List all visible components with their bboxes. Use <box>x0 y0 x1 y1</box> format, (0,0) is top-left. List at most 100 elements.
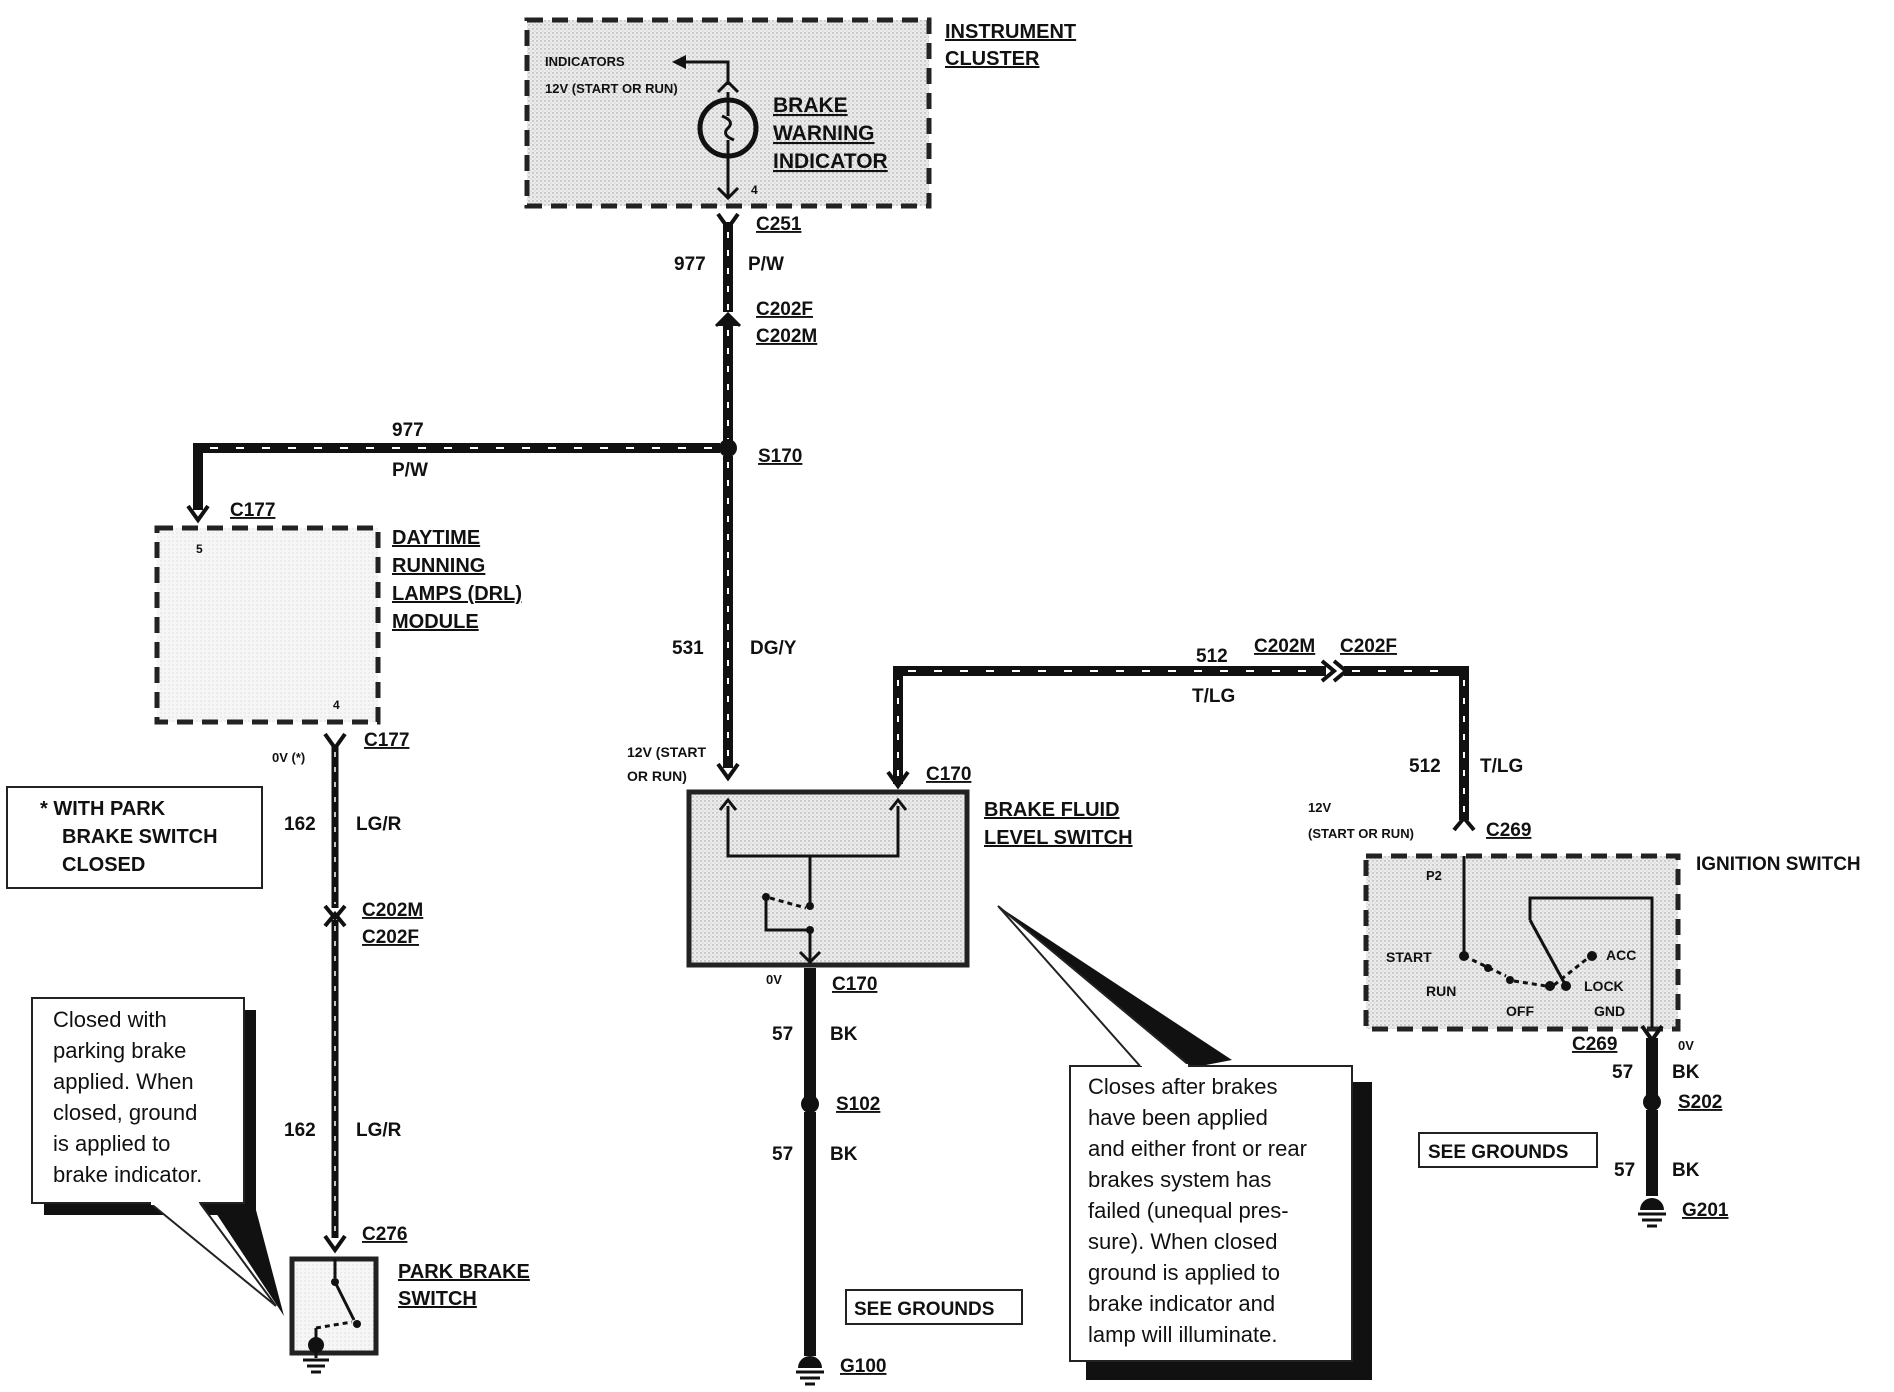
fluid-switch-callout: Closes after brakes have been applied an… <box>997 905 1372 1380</box>
wire-57-right <box>1638 1024 1666 1228</box>
wire-977-h-color: P/W <box>392 460 428 481</box>
fluid-callout-line-7: ground is applied to <box>1088 1260 1280 1285</box>
wire-531-color: DG/Y <box>750 638 797 659</box>
wire-57-center <box>796 968 824 1386</box>
ground-g201: G201 <box>1682 1200 1729 1221</box>
connector-c170-top: C170 <box>926 764 971 785</box>
wire-977-h-number: 977 <box>392 420 424 441</box>
drl-module: 5 4 <box>154 525 381 725</box>
connector-c170-bottom: C170 <box>832 974 877 995</box>
ignition-position-off: OFF <box>1506 1003 1534 1019</box>
connector-c202f-top: C202F <box>756 299 813 320</box>
ignition-position-run: RUN <box>1426 983 1456 999</box>
connector-c202m-top: C202M <box>756 326 817 347</box>
brake-fluid-level-switch <box>686 789 970 968</box>
park-note-line-1: * WITH PARK <box>40 798 166 820</box>
g201-ground-icon <box>1638 1198 1666 1228</box>
indicators-label: INDICATORS <box>545 54 625 69</box>
drl-label-1: DAYTIME <box>392 527 480 549</box>
fluid-callout-line-2: have been applied <box>1088 1105 1268 1130</box>
park-callout-line-2: parking brake <box>53 1038 186 1063</box>
wire-57-lower-number: 57 <box>772 1144 793 1165</box>
ignition-gnd-voltage: 0V <box>1678 1038 1694 1053</box>
connector-c202m-left: C202M <box>362 900 423 921</box>
ground-g100: G100 <box>840 1356 886 1377</box>
wire-162-lower-number: 162 <box>284 1120 316 1141</box>
drl-pin-5: 5 <box>196 542 203 556</box>
brake-warning-label-1: BRAKE <box>773 94 848 117</box>
ignition-position-gnd: GND <box>1594 1003 1625 1019</box>
drl-label-4: MODULE <box>392 611 479 633</box>
connector-c251: C251 <box>756 214 802 235</box>
park-callout-line-3: applied. When <box>53 1069 194 1094</box>
park-callout-line-5: is applied to <box>53 1131 170 1156</box>
fluid-callout-line-1: Closes after brakes <box>1088 1074 1278 1099</box>
park-brake-switch <box>289 1256 379 1374</box>
connector-c202f-right: C202F <box>1340 636 1397 657</box>
drl-label-2: RUNNING <box>392 555 485 577</box>
wire-57-right-lower-color: BK <box>1672 1160 1700 1181</box>
connector-c276: C276 <box>362 1224 407 1245</box>
wire-162 <box>323 732 347 1254</box>
wire-977-vertical <box>714 212 742 446</box>
fluid-callout-line-5: failed (unequal pres- <box>1088 1198 1289 1223</box>
wire-512 <box>886 659 1476 832</box>
ignition-switch: P2 START RUN OFF ACC LOCK GND <box>1363 853 1681 1032</box>
wire-57-right-lower-number: 57 <box>1614 1160 1635 1181</box>
wire-57-right-upper-number: 57 <box>1612 1062 1633 1083</box>
wire-162-upper-number: 162 <box>284 814 316 835</box>
indicators-arrow-icon <box>672 55 686 69</box>
fluid-supply-label-2: OR RUN) <box>627 768 687 784</box>
park-brake-callout: Closed with parking brake applied. When … <box>31 997 284 1316</box>
fluid-callout-line-4: brakes system has <box>1088 1167 1271 1192</box>
splice-s170: S170 <box>758 446 802 467</box>
wire-531 <box>716 456 740 782</box>
drl-output-voltage: 0V (*) <box>272 750 305 765</box>
wire-512-h-color: T/LG <box>1192 686 1235 707</box>
wire-57-lower-color: BK <box>830 1144 858 1165</box>
wire-531-number: 531 <box>672 638 704 659</box>
connector-c202m-right: C202M <box>1254 636 1315 657</box>
connector-c177-bottom: C177 <box>364 730 409 751</box>
fluid-callout-line-9: lamp will illuminate. <box>1088 1322 1278 1347</box>
wire-57-upper-number: 57 <box>772 1024 793 1045</box>
park-brake-switch-label-1: PARK BRAKE <box>398 1261 530 1283</box>
wire-512-v-number: 512 <box>1409 756 1441 777</box>
park-callout-line-6: brake indicator. <box>53 1162 202 1187</box>
fluid-callout-line-3: and either front or rear <box>1088 1136 1307 1161</box>
ignition-position-lock: LOCK <box>1584 978 1624 994</box>
fluid-switch-label-1: BRAKE FLUID <box>984 799 1120 821</box>
park-switch-ground-icon <box>303 1358 329 1374</box>
brake-warning-label-2: WARNING <box>773 122 875 145</box>
fluid-switch-contact-icon <box>769 896 807 910</box>
wire-977-number: 977 <box>674 254 706 275</box>
splice-s102-dot <box>801 1095 819 1113</box>
wire-57-right-upper-color: BK <box>1672 1062 1700 1083</box>
wire-512-v-color: T/LG <box>1480 756 1523 777</box>
ignition-supply-label-1: 12V <box>1308 800 1331 815</box>
wire-512-h-number: 512 <box>1196 646 1228 667</box>
see-grounds-center: SEE GROUNDS <box>845 1289 1023 1325</box>
drl-label-3: LAMPS (DRL) <box>392 583 522 605</box>
wire-977-color: P/W <box>748 254 784 275</box>
instrument-cluster-title-1: INSTRUMENT <box>945 21 1076 43</box>
g100-ground-icon <box>796 1356 824 1386</box>
fluid-callout-line-8: brake indicator and <box>1088 1291 1275 1316</box>
connector-c269-bottom: C269 <box>1572 1034 1617 1055</box>
brake-warning-label-3: INDICATOR <box>773 150 888 173</box>
fluid-bottom-voltage: 0V <box>766 972 782 987</box>
park-brake-switch-label-2: SWITCH <box>398 1288 477 1310</box>
fluid-switch-label-2: LEVEL SWITCH <box>984 827 1133 849</box>
cluster-supply-label: 12V (START OR RUN) <box>545 81 678 96</box>
connector-c202f-left: C202F <box>362 927 419 948</box>
park-brake-note-box: * WITH PARK BRAKE SWITCH CLOSED <box>6 786 263 889</box>
park-callout-line-1: Closed with <box>53 1007 167 1032</box>
instrument-cluster: INSTRUMENT CLUSTER INDICATORS 12V (START… <box>524 17 1076 209</box>
wire-57-upper-color: BK <box>830 1024 858 1045</box>
drl-pin-4: 4 <box>333 698 340 712</box>
see-grounds-center-label: SEE GROUNDS <box>854 1299 994 1320</box>
see-grounds-right: SEE GROUNDS <box>1418 1132 1598 1168</box>
park-note-line-3: CLOSED <box>62 854 145 876</box>
wire-162-upper-color: LG/R <box>356 814 402 835</box>
